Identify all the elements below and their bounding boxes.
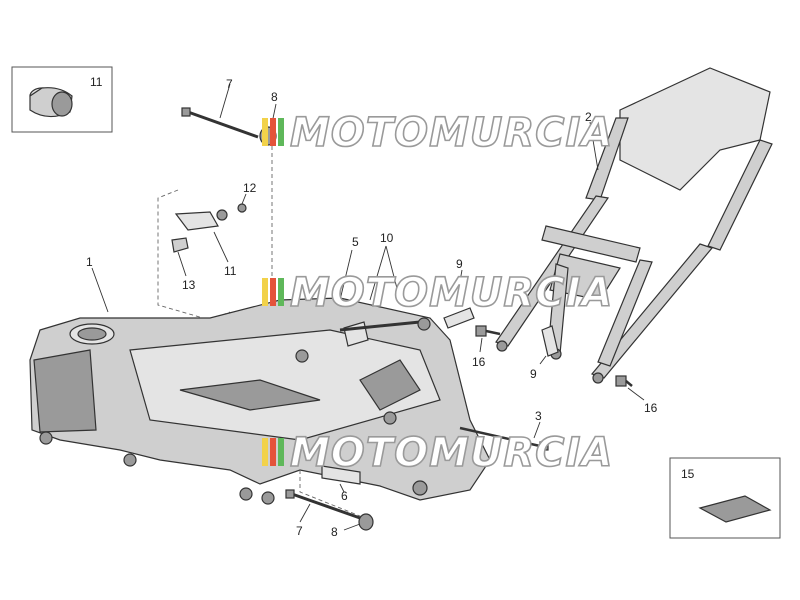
bolt-16-left: 16 <box>472 325 501 369</box>
clamp-9-lower: 9 <box>530 325 559 381</box>
callout-8-top: 8 <box>271 90 278 104</box>
bracket-assembly-12: 12 11 13 <box>157 181 257 321</box>
bolt-10: 10 <box>339 231 431 332</box>
callout-10: 10 <box>380 231 394 245</box>
main-frame-1: 1 <box>29 255 491 505</box>
callout-1: 1 <box>86 255 93 269</box>
callout-5: 5 <box>352 235 359 249</box>
bolt-16-right: 16 <box>615 375 658 415</box>
watermark-text: MOTOMURCIA <box>290 110 613 156</box>
callout-6: 6 <box>341 489 348 503</box>
callout-7-top: 7 <box>226 77 233 91</box>
bolt-7-top: 7 <box>181 77 259 139</box>
callout-13: 12 <box>243 181 257 195</box>
inset-box-part-15: 15 <box>669 457 781 539</box>
bolt-7-lower: 7 <box>285 489 361 538</box>
watermark-text: MOTOMURCIA <box>290 270 613 316</box>
clamp-9-upper: 9 <box>443 257 475 329</box>
inset-box-part-11: 11 <box>11 66 113 133</box>
nut-8-lower: 8 <box>331 513 374 539</box>
watermark-top: MOTOMURCIA <box>262 109 613 157</box>
watermark-middle: MOTOMURCIA <box>262 269 613 317</box>
callout-3: 3 <box>535 409 542 423</box>
callout-12: 11 <box>224 264 237 278</box>
callout-11: 11 <box>90 75 103 89</box>
watermark-text: MOTOMURCIA <box>290 430 613 476</box>
spacer-6: 6 <box>299 465 371 521</box>
callout-9-lower: 9 <box>530 367 537 381</box>
callout-14: 13 <box>182 278 196 292</box>
callout-7-lower: 7 <box>296 524 303 538</box>
callout-2: 2 <box>585 110 592 124</box>
watermark-bottom: MOTOMURCIA <box>262 429 613 477</box>
rear-subframe-2: 2 <box>495 67 773 384</box>
callout-16-right: 16 <box>644 401 658 415</box>
callout-8-lower: 8 <box>331 525 338 539</box>
callout-15: 15 <box>681 467 695 481</box>
callout-16-left: 16 <box>472 355 486 369</box>
callout-9-upper: 9 <box>456 257 463 271</box>
bolt-3: 3 <box>459 409 549 451</box>
